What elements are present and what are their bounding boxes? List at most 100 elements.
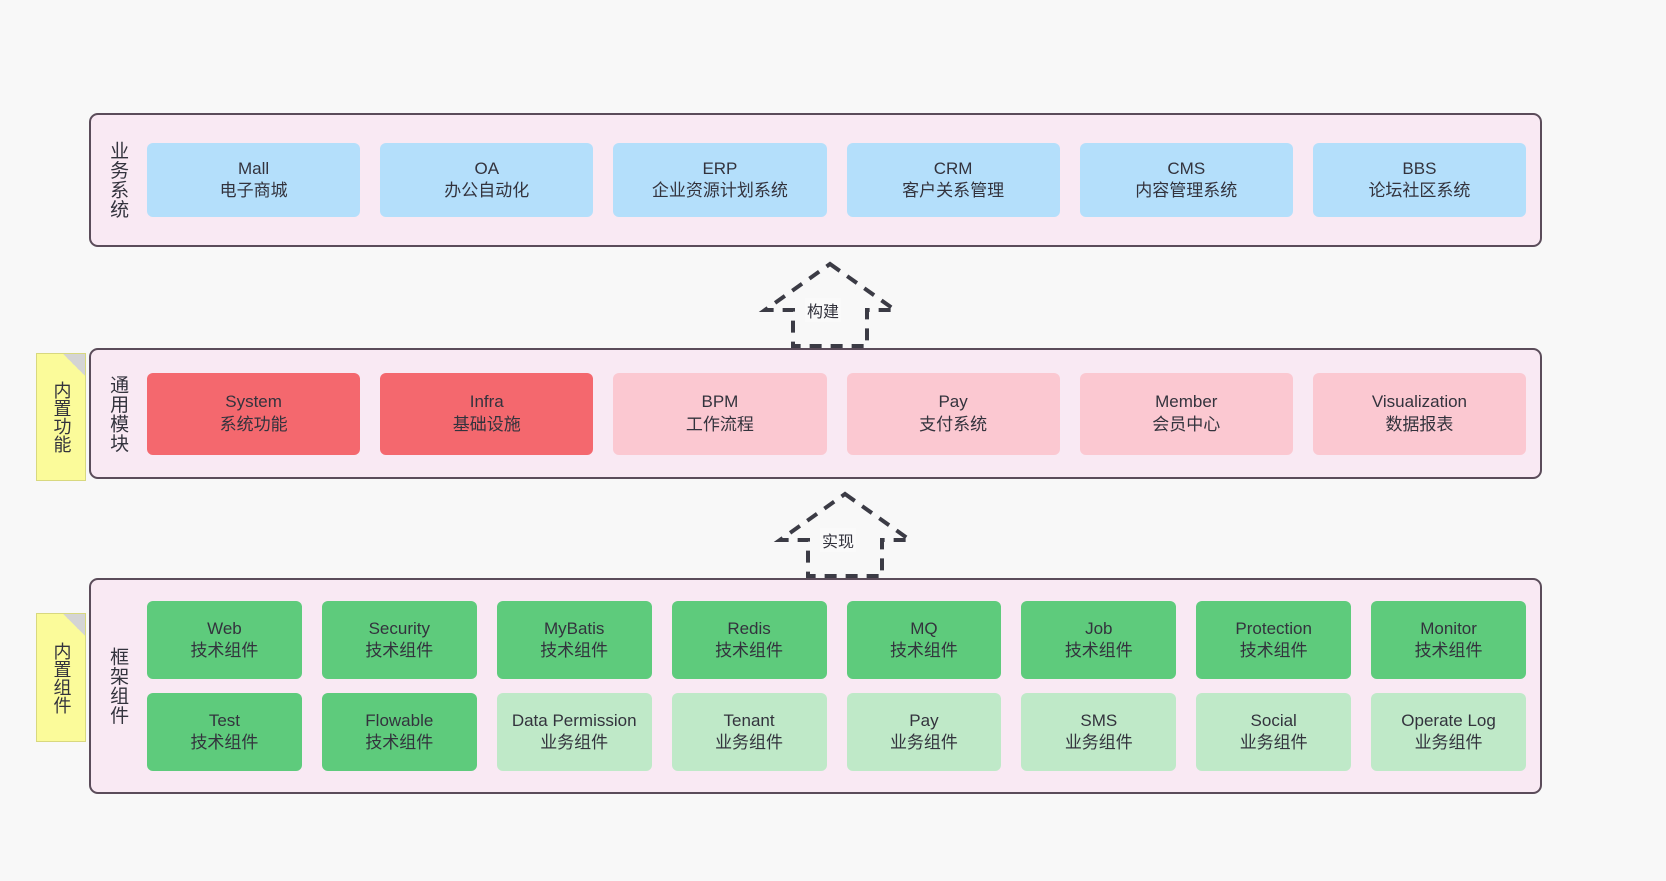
card-bpm[interactable]: BPM 工作流程 [613, 372, 827, 455]
card-redis[interactable]: Redis 技术组件 [671, 601, 827, 679]
card-title: Monitor [1420, 618, 1477, 638]
card-infra[interactable]: Infra 基础设施 [380, 372, 594, 455]
card-bbs[interactable]: BBS 论坛社区系统 [1312, 143, 1527, 217]
card-subtitle: 支付系统 [919, 414, 988, 434]
card-job[interactable]: Job 技术组件 [1021, 601, 1177, 679]
card-subtitle: 技术组件 [190, 641, 259, 660]
card-title: BBS [1402, 158, 1437, 178]
layer-framework-components: 框架组件 Web 技术组件 Security 技术组件 MyBatis 技术组件… [89, 578, 1542, 794]
card-title: Flowable [365, 710, 434, 730]
connector-implement: 实现 [770, 488, 920, 578]
card-subtitle: 系统功能 [219, 414, 288, 434]
card-title: OA [474, 158, 500, 178]
card-subtitle: 业务组件 [1239, 733, 1308, 752]
card-subtitle: 技术组件 [365, 641, 434, 660]
card-title: ERP [702, 158, 738, 178]
layer-body-business: Mall 电子商城 OA 办公自动化 ERP 企业资源计划系统 CRM 客户关系… [143, 115, 1540, 245]
layer-business-system: 业务系统 Mall 电子商城 OA 办公自动化 ERP 企业资源计划系统 CRM… [89, 113, 1542, 247]
card-pay-module[interactable]: Pay 支付系统 [846, 372, 1060, 455]
card-subtitle: 技术组件 [540, 641, 609, 660]
card-mall[interactable]: Mall 电子商城 [147, 143, 361, 217]
sticky-note-label: 内置功能 [51, 381, 72, 453]
card-subtitle: 技术组件 [365, 733, 434, 752]
card-title: Protection [1235, 618, 1312, 638]
connector-build: 构建 [755, 258, 905, 348]
sticky-note-label: 内置组件 [51, 641, 72, 714]
card-title: Member [1155, 392, 1218, 412]
card-security[interactable]: Security 技术组件 [321, 601, 477, 679]
card-title: SMS [1080, 710, 1118, 730]
card-subtitle: 技术组件 [1239, 641, 1308, 660]
dashed-generalization-arrow-icon [773, 491, 917, 578]
connector-build-label: 构建 [805, 298, 842, 322]
card-title: Operate Log [1401, 710, 1496, 730]
card-title: Mall [238, 158, 270, 178]
card-crm[interactable]: CRM 客户关系管理 [846, 143, 1060, 217]
card-subtitle: 业务组件 [540, 733, 609, 752]
card-title: MyBatis [543, 618, 605, 638]
card-visualization[interactable]: Visualization 数据报表 [1312, 372, 1527, 455]
card-subtitle: 技术组件 [190, 733, 259, 752]
card-protection[interactable]: Protection 技术组件 [1196, 601, 1352, 679]
card-pay-component[interactable]: Pay 业务组件 [846, 693, 1002, 771]
layer-common-modules: 通用模块 System 系统功能 Infra 基础设施 BPM 工作流程 Pay… [89, 348, 1542, 479]
card-tenant[interactable]: Tenant 业务组件 [671, 693, 827, 771]
card-subtitle: 办公自动化 [444, 181, 530, 200]
card-title: Security [368, 618, 431, 638]
layer-body-framework: Web 技术组件 Security 技术组件 MyBatis 技术组件 Redi… [143, 580, 1540, 792]
card-subtitle: 工作流程 [685, 414, 754, 434]
card-flowable[interactable]: Flowable 技术组件 [321, 693, 477, 771]
card-title: Tenant [723, 710, 775, 730]
dashed-generalization-arrow-icon [758, 261, 902, 348]
card-title: Data Permission [511, 710, 637, 730]
card-subtitle: 数据报表 [1385, 414, 1454, 434]
card-sms[interactable]: SMS 业务组件 [1021, 693, 1177, 771]
card-row: System 系统功能 Infra 基础设施 BPM 工作流程 Pay 支付系统… [147, 372, 1527, 455]
card-title: Social [1250, 710, 1297, 730]
card-title: Pay [938, 392, 968, 412]
layer-title-common: 通用模块 [107, 374, 129, 453]
card-title: Test [208, 710, 241, 730]
card-social[interactable]: Social 业务组件 [1196, 693, 1352, 771]
card-subtitle: 基础设施 [452, 414, 521, 434]
card-subtitle: 技术组件 [1064, 641, 1133, 660]
card-subtitle: 技术组件 [1414, 641, 1483, 660]
card-title: System [225, 392, 282, 412]
sticky-note-builtin-function: 内置功能 [36, 353, 86, 481]
card-monitor[interactable]: Monitor 技术组件 [1371, 601, 1526, 679]
card-cms[interactable]: CMS 内容管理系统 [1079, 143, 1293, 217]
card-subtitle: 企业资源计划系统 [651, 181, 788, 200]
card-mybatis[interactable]: MyBatis 技术组件 [496, 601, 652, 679]
card-web[interactable]: Web 技术组件 [147, 601, 302, 679]
layer-title-framework: 框架组件 [107, 647, 129, 725]
card-title: Job [1085, 618, 1113, 638]
connector-implement-label: 实现 [820, 528, 857, 552]
layer-body-common: System 系统功能 Infra 基础设施 BPM 工作流程 Pay 支付系统… [143, 350, 1540, 477]
card-erp[interactable]: ERP 企业资源计划系统 [613, 143, 827, 217]
card-subtitle: 电子商城 [219, 181, 288, 200]
card-subtitle: 业务组件 [1064, 733, 1133, 752]
card-test[interactable]: Test 技术组件 [147, 693, 302, 771]
card-system[interactable]: System 系统功能 [147, 372, 361, 455]
card-subtitle: 会员中心 [1152, 414, 1221, 434]
layer-title-business: 业务系统 [107, 141, 129, 219]
card-subtitle: 技术组件 [715, 641, 784, 660]
card-title: Infra [469, 392, 504, 412]
card-oa[interactable]: OA 办公自动化 [380, 143, 594, 217]
card-title: CRM [933, 158, 973, 178]
card-subtitle: 业务组件 [1414, 733, 1483, 752]
card-subtitle: 论坛社区系统 [1368, 181, 1471, 200]
card-title: BPM [701, 392, 739, 412]
card-operate-log[interactable]: Operate Log 业务组件 [1371, 693, 1526, 771]
card-row: Test 技术组件 Flowable 技术组件 Data Permission … [147, 693, 1526, 771]
sticky-note-builtin-component: 内置组件 [36, 613, 86, 742]
card-subtitle: 业务组件 [715, 733, 784, 752]
card-row: Mall 电子商城 OA 办公自动化 ERP 企业资源计划系统 CRM 客户关系… [147, 143, 1527, 217]
card-data-permission[interactable]: Data Permission 业务组件 [496, 693, 652, 771]
card-member[interactable]: Member 会员中心 [1079, 372, 1293, 455]
card-title: MQ [910, 618, 938, 638]
card-subtitle: 客户关系管理 [902, 181, 1005, 200]
card-subtitle: 内容管理系统 [1135, 181, 1238, 200]
card-mq[interactable]: MQ 技术组件 [846, 601, 1002, 679]
